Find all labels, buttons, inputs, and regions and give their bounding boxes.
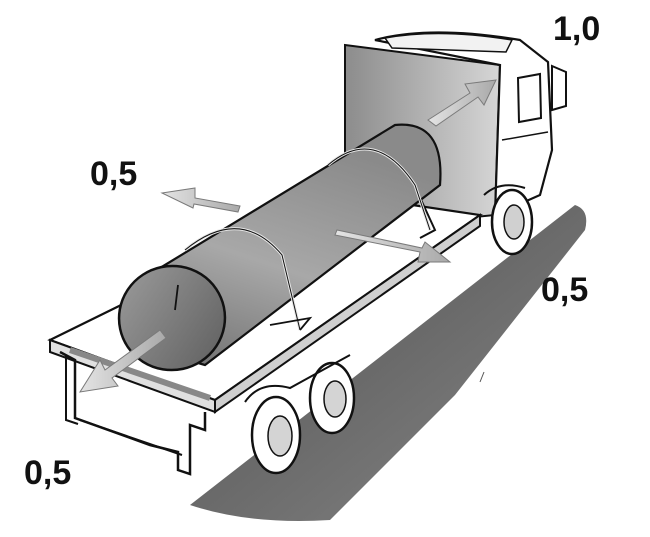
right-force-arrow [334,229,452,263]
rear-frame [59,350,207,476]
cab-window [516,72,543,124]
forward-coefficient-label: 1,0 [553,10,601,48]
backward-coefficient-label: 0,5 [24,454,72,492]
backward-force-arrow [78,329,167,393]
right-coefficient-label: 0,5 [541,271,589,309]
forward-force-arrow [427,79,497,127]
left-force-arrow [160,187,241,213]
left-coefficient-label: 0,5 [90,155,138,193]
mirror [551,64,567,112]
